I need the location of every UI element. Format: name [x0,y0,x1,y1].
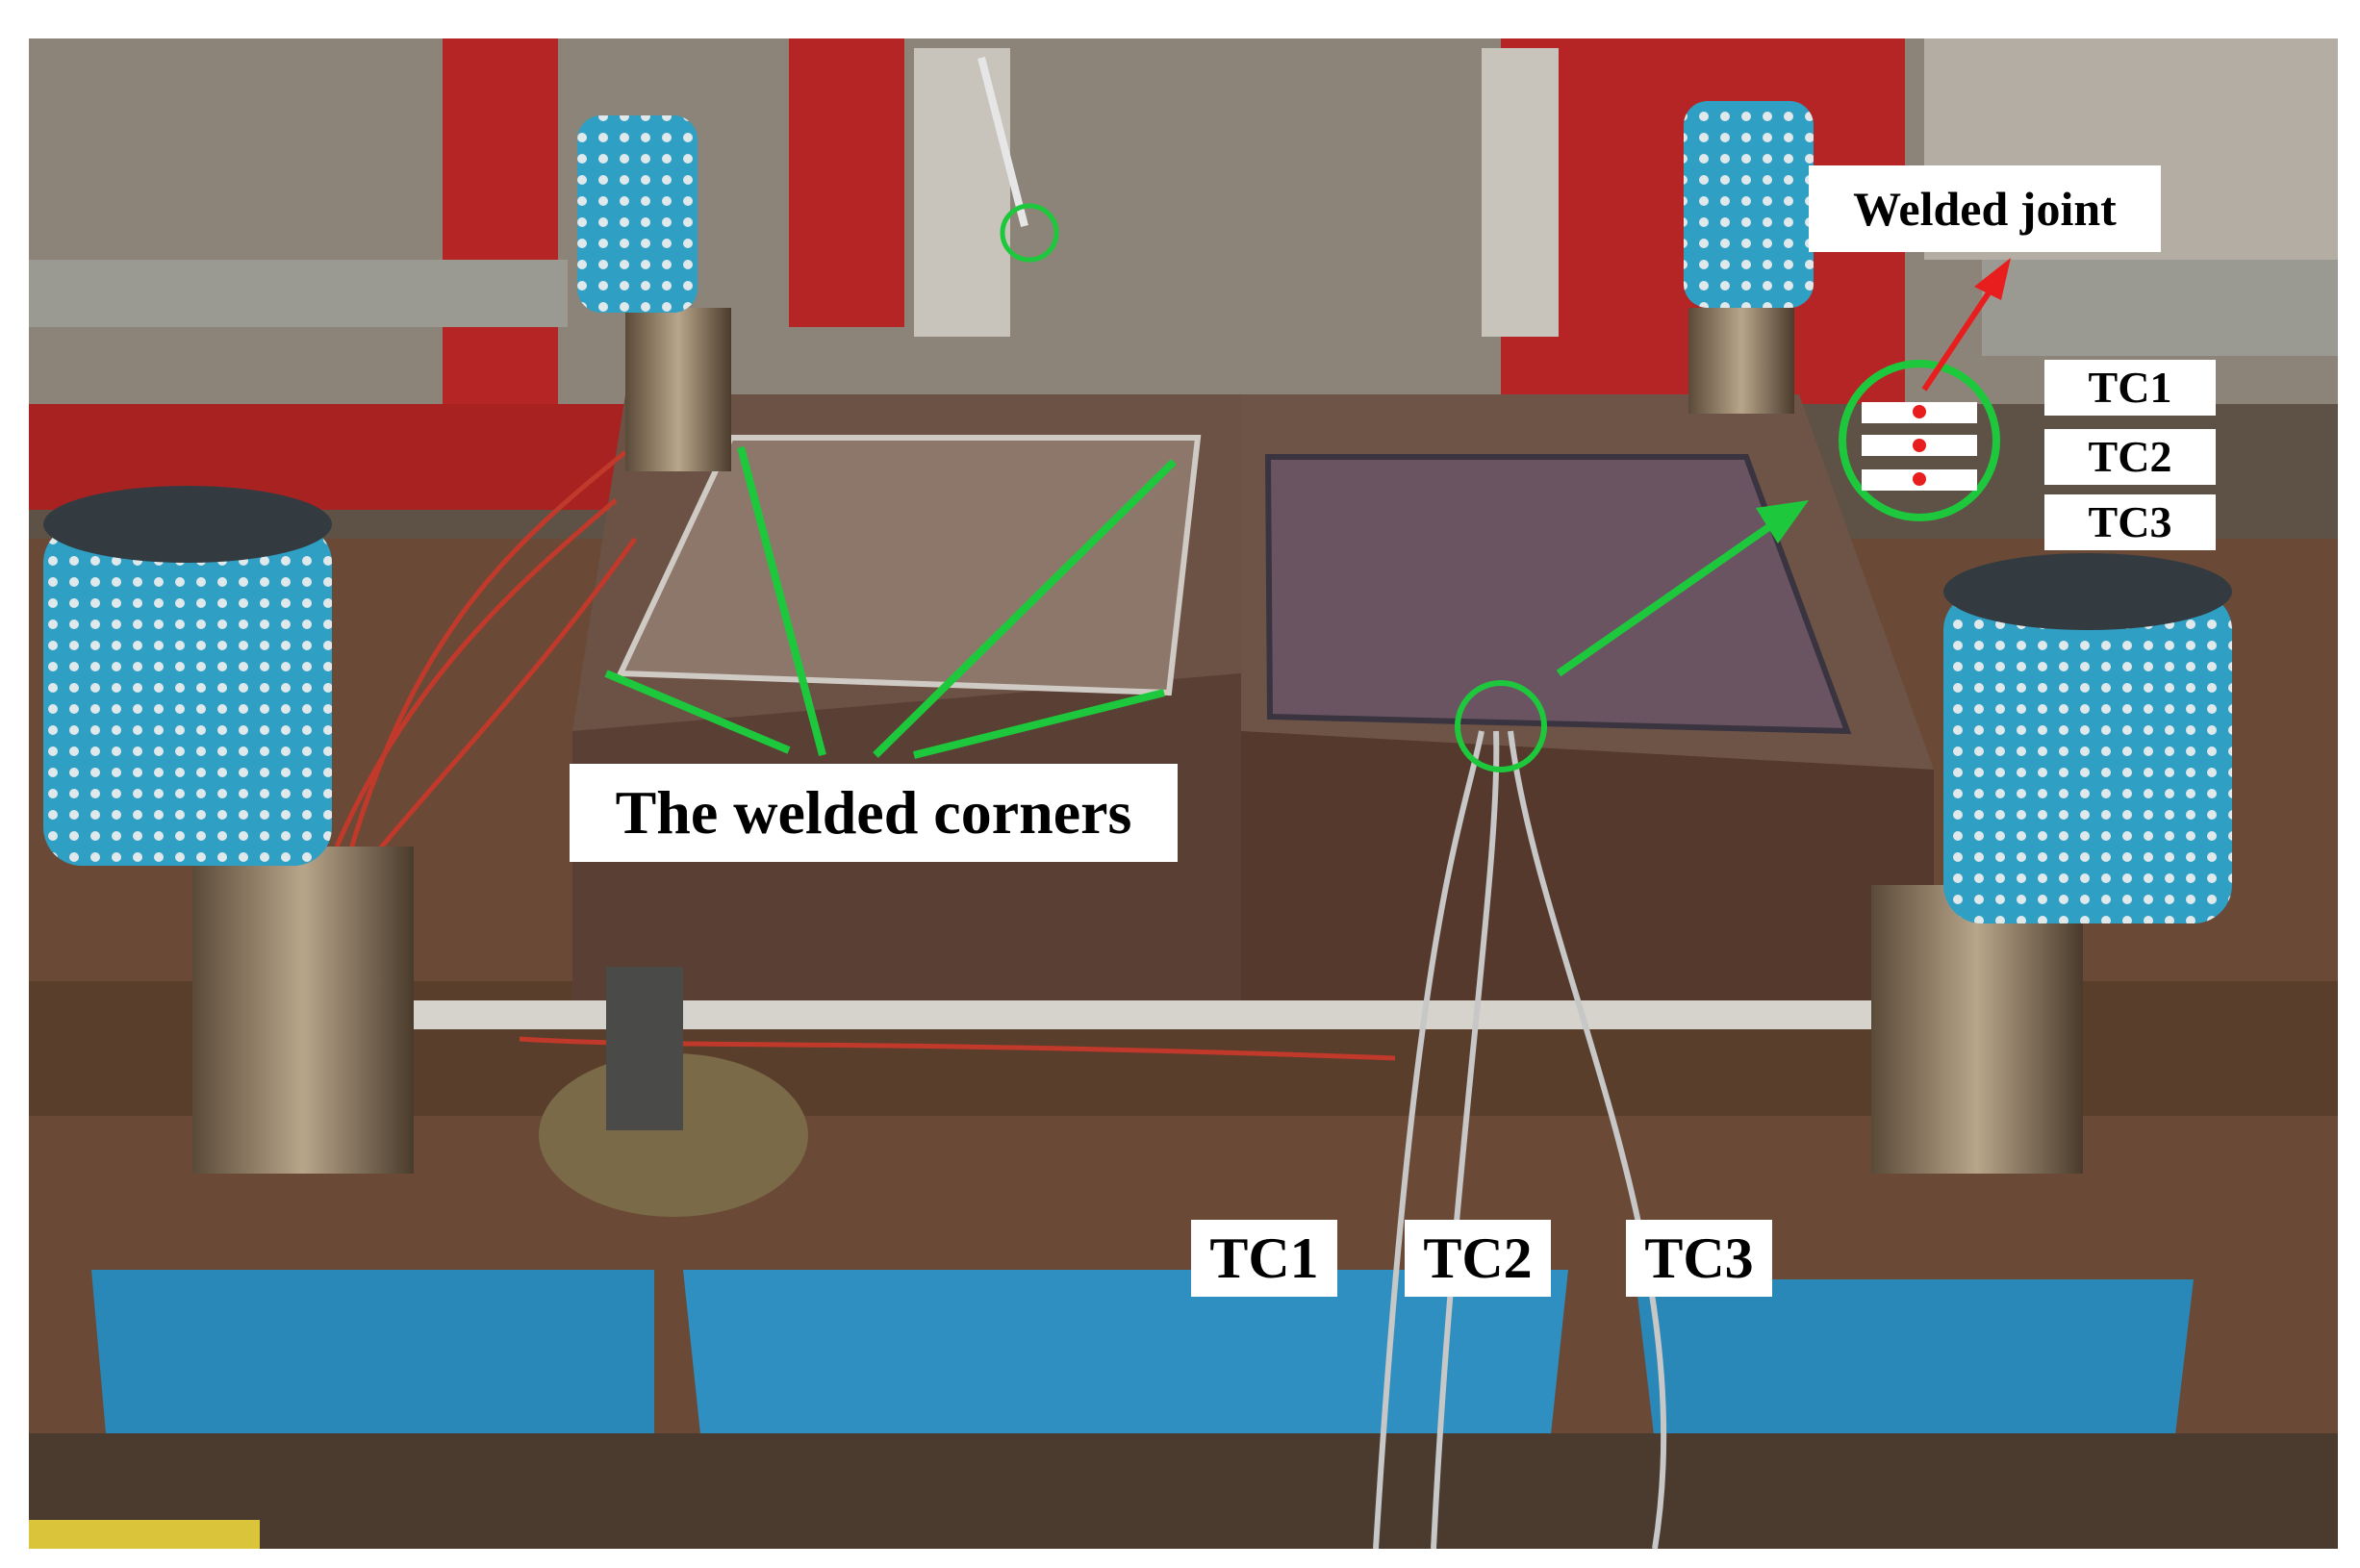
zoom-arrow [1556,516,1783,677]
inset-circle [1839,360,2000,521]
joint-pointer-line [1921,287,1994,392]
rail-left [29,260,568,327]
red-wires [334,450,1396,1061]
inset-tc2-label: TC2 [2044,429,2216,485]
welded-joint-label: Welded joint [1809,165,2161,252]
blue-block-left [91,1270,654,1433]
wire-tc3-label: TC3 [1626,1220,1772,1297]
small-weld-marker [1000,203,1059,263]
red-frame-column-left [443,38,558,404]
joint-pointer-head [1974,258,2011,300]
corner-pointer-lines [604,445,1177,759]
joint-marker-circle [1455,680,1547,772]
clamp-bolt [606,967,683,1130]
red-frame-column-left-2 [789,38,904,327]
wire-tc2-label: TC2 [1405,1220,1551,1297]
guide-post-left-back [577,115,731,471]
inset-tc1-label: TC1 [2044,360,2216,416]
blue-block-center [683,1270,1568,1453]
guide-post-right-front [1871,553,2232,1174]
rail-right [1982,250,2338,356]
thermocouple-wires [1373,730,1667,1550]
zoom-arrow-head [1756,500,1809,544]
sheet-left [616,435,1202,696]
guide-post-left-front [43,486,414,1174]
welded-corners-label: The welded corners [570,764,1178,862]
guide-post-right-back [1684,101,1814,414]
gray-plate-right [1482,48,1559,337]
blue-block-right [1636,1279,2194,1443]
wire-tc1-label: TC1 [1191,1220,1337,1297]
sheet-right [1264,454,1852,735]
inset-tc3-label: TC3 [2044,494,2216,550]
gray-plate-left [914,48,1010,337]
welding-rod [977,57,1028,227]
inset-layer-diagram [1862,402,1977,491]
die-block-right-front [1241,731,1934,1000]
